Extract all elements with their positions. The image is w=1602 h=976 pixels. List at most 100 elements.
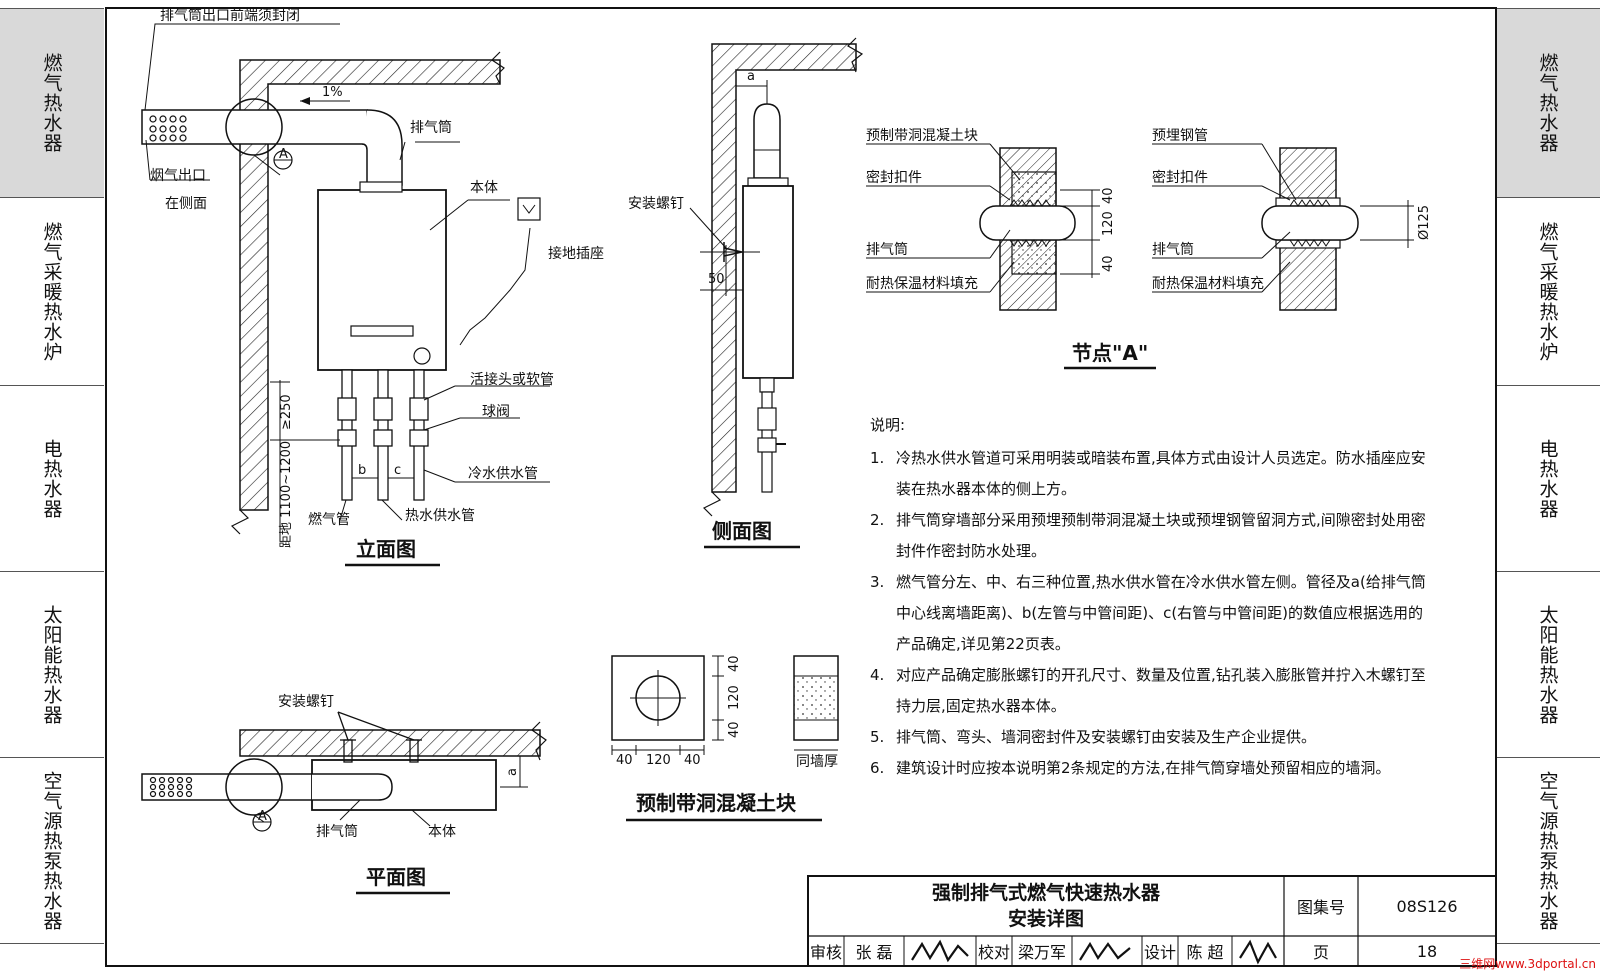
note-text: 排气筒、弯头、墙洞密封件及安装螺钉由安装及生产企业提供。 <box>896 728 1317 746</box>
plan-wall <box>239 729 541 757</box>
note-item: 4. 对应产品确定膨胀螺钉的开孔尺寸、数量及位置,钻孔装入膨胀管并拧入木螺钉至持力… <box>870 660 1430 722</box>
elevation-label-valve: 球阀 <box>482 404 510 420</box>
node-a-detail: 预制带洞混凝土块 密封扣件 排气筒 耐热保温材料填充 40 120 40 预埋钢… <box>866 128 1432 370</box>
note-text: 对应产品确定膨胀螺钉的开孔尺寸、数量及位置,钻孔装入膨胀管并拧入木螺钉至持力层,… <box>896 666 1426 715</box>
design-label: 设计 <box>1143 943 1176 962</box>
sidebar-right-tab-5[interactable]: 空气源热泵热水器 <box>1496 758 1600 944</box>
node-a-pipe-left <box>979 205 1076 241</box>
note-text: 燃气管分左、中、右三种位置,热水供水管在冷水供水管左侧。管径及a(给排气筒中心线… <box>896 573 1426 653</box>
node-a-dim-120: 120 <box>1101 211 1116 236</box>
drawing-title-line1: 强制排气式燃气快速热水器 <box>931 882 1160 904</box>
sheet-frame <box>105 7 1497 967</box>
node-a-pipe-right <box>1261 205 1359 241</box>
sidebar-right-tab-1[interactable]: 燃气热水器 <box>1496 8 1600 198</box>
elevation-label-outlet-side-1: 烟气出口 <box>150 168 206 184</box>
side-label-screw: 安装螺钉 <box>628 196 684 212</box>
ground-socket-icon <box>517 197 541 221</box>
elevation-label-outlet-side-2: 在侧面 <box>165 196 207 212</box>
side-dim-a: a <box>747 69 755 84</box>
note-text: 冷热水供水管道可采用明装或暗装布置,具体方式由设计人员选定。防水插座应安装在热水… <box>896 449 1426 498</box>
watermark-text: 三维网www.3dportal.cn <box>1459 957 1596 971</box>
elevation-slope-label: 1% <box>322 85 343 100</box>
node-a-caption: 节点"A" <box>1072 341 1148 365</box>
note-item: 1. 冷热水供水管道可采用明装或暗装布置,具体方式由设计人员选定。防水插座应安装在… <box>870 443 1430 505</box>
plan-view: A 安装螺钉 a 排气筒 本体 平面图 <box>141 694 547 895</box>
precast-block-detail: 40 120 40 40 120 40 同墙厚 预制带洞混凝土块 <box>611 655 839 822</box>
note-item: 5. 排气筒、弯头、墙洞密封件及安装螺钉由安装及生产企业提供。 <box>870 722 1430 753</box>
elevation-label-outlet-seal: 排气筒出口前端须封闭 <box>160 7 300 24</box>
drawing-title-line2: 安装详图 <box>1007 908 1084 930</box>
note-number: 5. <box>870 728 885 746</box>
drawing-title: 强制排气式燃气快速热水器 安装详图 <box>808 876 1284 936</box>
checker-name: 梁万军 <box>1017 943 1066 962</box>
node-a-label-seal-right: 密封扣件 <box>1152 169 1208 186</box>
side-dim-50: 50 <box>708 272 725 287</box>
node-a-dim-40a: 40 <box>1101 187 1116 204</box>
node-a-label-fill-left: 耐热保温材料填充 <box>866 276 978 292</box>
elevation-dim-250: ≥250 <box>279 394 294 430</box>
elevation-b-label: b <box>358 463 366 478</box>
sidebar-left-tab-1[interactable]: 燃气热水器 <box>0 8 104 198</box>
plan-node-ref: A <box>258 809 267 824</box>
signatures <box>911 939 1277 965</box>
elevation-dim-height: 距地 1100~1200 <box>279 441 294 548</box>
node-a-dim-d125: Ø125 <box>1417 205 1432 240</box>
sidebar-left-tab-2[interactable]: 燃气采暖热水炉 <box>0 198 104 386</box>
note-text: 建筑设计时应按本说明第2条规定的方法,在排气筒穿墙处预留相应的墙洞。 <box>896 759 1391 777</box>
node-a-label-steel: 预埋钢管 <box>1152 128 1208 144</box>
elevation-c-label: c <box>394 463 401 478</box>
check-label: 校对 <box>977 943 1010 962</box>
note-number: 6. <box>870 759 885 777</box>
plan-label-screw: 安装螺钉 <box>278 694 334 710</box>
title-block: 强制排气式燃气快速热水器 安装详图 图集号 08S126 审核 张 磊 校对 梁… <box>808 876 1498 966</box>
side-caption: 侧面图 <box>712 519 772 543</box>
elevation-label-flue: 排气筒 <box>410 119 452 136</box>
side-view: a 安装螺钉 50 侧面图 <box>628 37 864 549</box>
elevation-node-ref: A <box>279 147 288 162</box>
note-number: 1. <box>870 449 885 467</box>
sidebar-right-tab-3[interactable]: 电热水器 <box>1496 386 1600 572</box>
sidebar-right-tab-4[interactable]: 太阳能热水器 <box>1496 572 1600 758</box>
elevation-label-socket: 接地插座 <box>548 245 604 262</box>
designer-name: 陈 超 <box>1186 943 1224 962</box>
elevation-heater-body <box>317 189 447 371</box>
elevation-display-panel <box>350 325 414 337</box>
node-a-label-flue-right: 排气筒 <box>1152 241 1194 258</box>
elevation-label-cold: 冷水供水管 <box>468 466 538 482</box>
sidebar-left-tab-3[interactable]: 电热水器 <box>0 386 104 572</box>
elevation-pipes <box>337 369 429 501</box>
atlas-label: 图集号 <box>1296 898 1345 917</box>
reviewer-name: 张 磊 <box>855 943 893 962</box>
sidebar-left-tab-5[interactable]: 空气源热泵热水器 <box>0 758 104 944</box>
elevation-view: A 1% ≥250 距地 1100~1200 b c <box>141 7 604 567</box>
block-label-wall: 同墙厚 <box>796 754 838 770</box>
plan-label-body: 本体 <box>428 824 456 840</box>
note-item: 6. 建筑设计时应按本说明第2条规定的方法,在排气筒穿墙处预留相应的墙洞。 <box>870 753 1430 784</box>
node-a-label-fill-right: 耐热保温材料填充 <box>1152 276 1264 292</box>
side-flue <box>753 103 781 179</box>
note-number: 3. <box>870 573 885 591</box>
block-dim-side-1: 40 <box>727 655 742 672</box>
note-item: 2.排气筒穿墙部分采用预埋预制带洞混凝土块或预埋钢管留洞方式,间隙密封处用密封件… <box>870 505 1430 567</box>
block-dim-bottom-1: 40 <box>616 753 633 768</box>
block-caption: 预制带洞混凝土块 <box>636 791 797 815</box>
elevation-label-gas: 燃气管 <box>308 511 350 528</box>
node-a-label-flue-left: 排气筒 <box>866 241 908 258</box>
block-dim-side-3: 40 <box>727 721 742 738</box>
plan-label-flue: 排气筒 <box>316 823 358 840</box>
notes-section: 说明: 1.冷热水供水管道可采用明装或暗装布置,具体方式由设计人员选定。防水插座… <box>870 410 1430 784</box>
note-number: 4. <box>870 666 885 684</box>
elevation-label-joint: 活接头或软管 <box>470 371 554 388</box>
block-dim-bottom-3: 40 <box>684 753 701 768</box>
page-number: 18 <box>1416 941 1438 961</box>
sidebar-right-tab-2[interactable]: 燃气采暖热水炉 <box>1496 198 1600 386</box>
atlas-number: 08S126 <box>1396 896 1458 916</box>
sidebar-left-tab-4[interactable]: 太阳能热水器 <box>0 572 104 758</box>
node-a-label-seal-left: 密封扣件 <box>866 169 922 186</box>
page-label: 页 <box>1312 943 1329 962</box>
plan-caption: 平面图 <box>366 865 426 889</box>
plan-screws <box>337 711 422 763</box>
block-dim-bottom-2: 120 <box>646 753 671 768</box>
note-item: 3. 燃气管分左、中、右三种位置,热水供水管在冷水供水管左侧。管径及a(给排气筒中… <box>870 567 1430 660</box>
